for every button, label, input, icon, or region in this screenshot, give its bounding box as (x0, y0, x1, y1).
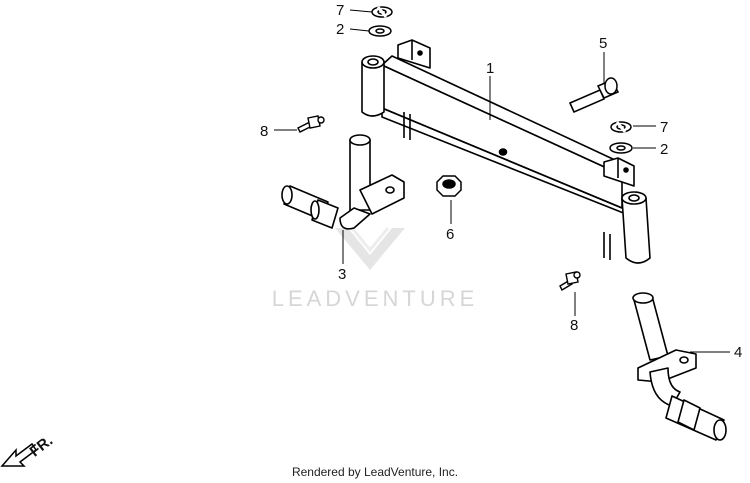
axle-beam (361, 39, 651, 264)
callout-7-upper: 7 (336, 2, 344, 19)
flat-washer-upper (368, 25, 392, 37)
lock-washer-right (610, 121, 632, 133)
callout-8-left: 8 (260, 123, 268, 140)
callout-8-right: 8 (570, 317, 578, 334)
right-spindle (632, 292, 727, 441)
callout-7-right: 7 (660, 119, 668, 136)
callout-1: 1 (486, 60, 494, 77)
flat-washer-right (609, 142, 633, 154)
left-spindle (281, 134, 405, 230)
callout-2-right: 2 (660, 141, 668, 158)
callout-2-upper: 2 (336, 21, 344, 38)
callout-5: 5 (599, 35, 607, 52)
bolt (569, 77, 620, 113)
nut (436, 175, 462, 197)
callout-6: 6 (446, 226, 454, 243)
footer-credit: Rendered by LeadVenture, Inc. (291, 465, 459, 479)
watermark-logo (335, 227, 405, 270)
callout-3: 3 (338, 266, 346, 283)
lock-washer-upper (371, 6, 393, 18)
callout-4: 4 (734, 344, 742, 361)
front-direction-label: FR. (27, 432, 57, 460)
grease-fitting-right (559, 271, 581, 291)
leader-lines (274, 9, 730, 353)
watermark-text: LEADVENTURE (272, 286, 479, 311)
grease-fitting-left (297, 115, 325, 133)
front-direction-arrow (0, 442, 38, 467)
